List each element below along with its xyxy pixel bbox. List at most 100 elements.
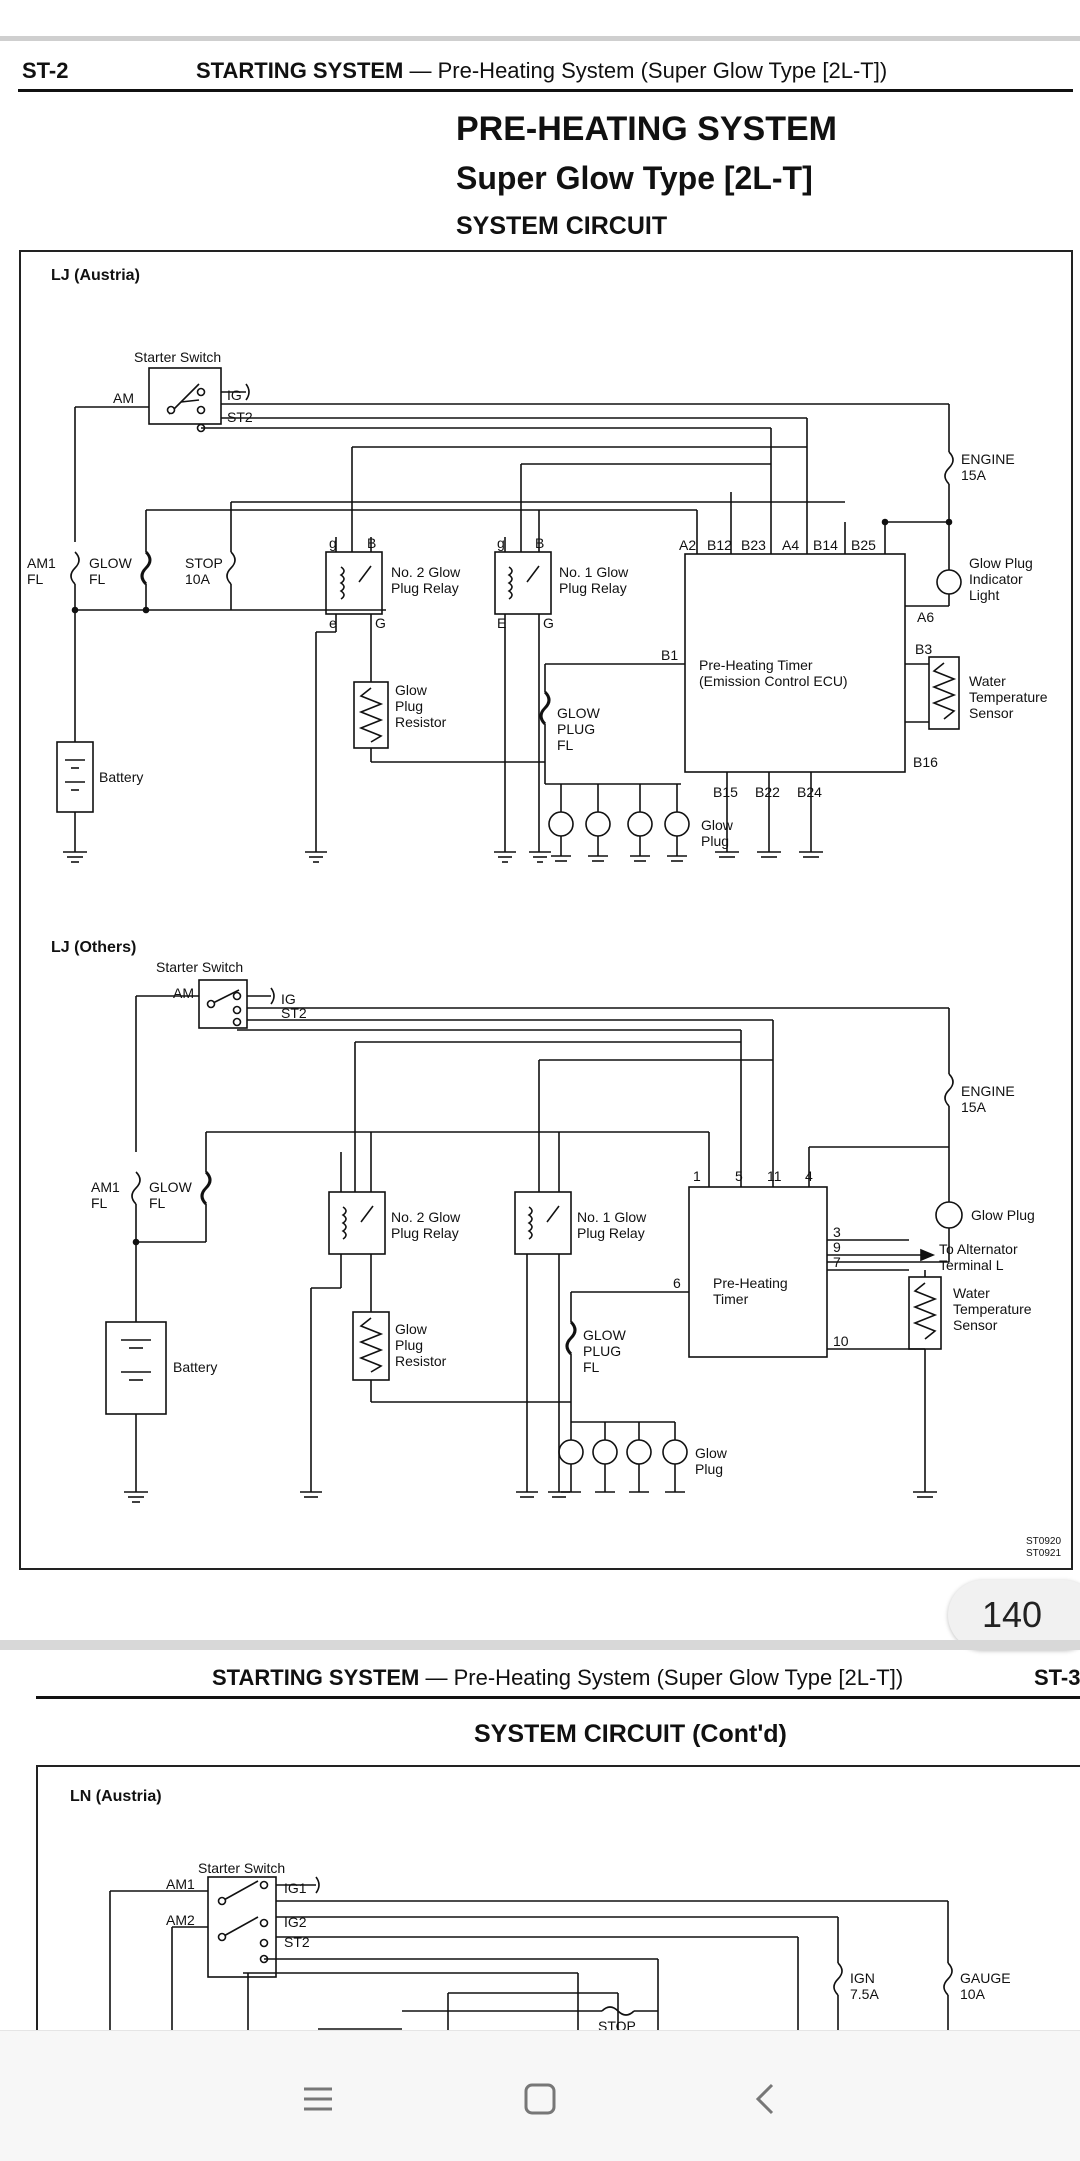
b-battery-label: Battery [173,1359,217,1375]
a-battery-label: Battery [99,769,143,785]
b-glow-plugs [558,1422,688,1493]
a-stop-fuse [226,551,236,585]
svg-text:e: e [329,615,337,631]
svg-text:A4: A4 [782,537,799,553]
svg-text:9: 9 [833,1239,841,1255]
svg-text:FL: FL [583,1359,600,1375]
a-starter-switch-label: Starter Switch [134,349,221,365]
svg-text:1: 1 [693,1168,701,1184]
top-strip [0,0,1080,41]
svg-text:FL: FL [557,737,574,753]
a-glow-fuse [140,550,152,586]
svg-text:6: 6 [673,1275,681,1291]
menu-button[interactable] [288,2069,348,2129]
c-stop-fuse [601,2006,635,2016]
header-rest: — Pre-Heating System (Super Glow Type [2… [403,58,888,83]
svg-text:B22: B22 [755,784,780,800]
page-code: ST-2 [22,58,69,83]
circuit-c-svg: LN (Austria) Starter Switch AM1 AM2 IG1 … [70,1788,1011,2032]
a-glow-plugs [548,784,690,862]
figure-code-1: ST0920 [1026,1536,1061,1547]
header-rule [18,89,1073,92]
a-sensor-label: Water [969,673,1006,689]
c-gauge-fuse-label: GAUGE [960,1970,1011,1986]
b-relay2-label: No. 2 Glow [391,1209,461,1225]
a-starter-switch-box [148,367,222,425]
header2-bold: STARTING SYSTEM [212,1665,420,1690]
running-header: STARTING SYSTEM — Pre-Heating System (Su… [196,58,887,84]
a-ecu-box [684,553,906,773]
b-am1-fuse [131,1171,141,1205]
svg-text:IG2: IG2 [284,1914,307,1930]
a-relay1-box [494,551,552,615]
b-term-ig: IG [281,991,296,1007]
b-relay2-box [328,1191,386,1255]
b-starter-switch-box [198,979,248,1029]
svg-text:10A: 10A [960,1986,986,2002]
b-relay1-label: No. 1 Glow [577,1209,647,1225]
svg-text:B24: B24 [797,784,822,800]
a-term-st2: ST2 [227,409,253,425]
svg-text:FL: FL [149,1195,166,1211]
a-diagram-label: LJ (Austria) [51,267,140,284]
a-term-am: AM [113,390,134,406]
running-header-2: STARTING SYSTEM — Pre-Heating System (Su… [212,1665,903,1691]
svg-text:AM1: AM1 [166,1876,195,1892]
b-glowplug-fl-label: GLOW [583,1327,627,1343]
svg-text:Indicator: Indicator [969,571,1023,587]
section-title: SYSTEM CIRCUIT [456,212,668,240]
svg-text:Resistor: Resistor [395,714,447,730]
svg-text:Plug Relay: Plug Relay [391,580,459,596]
header-bold: STARTING SYSTEM [196,58,404,83]
svg-text:g: g [329,535,337,551]
b-engine-fuse-label: ENGINE [961,1083,1015,1099]
a-indicator-label: Glow Plug [969,555,1033,571]
home-button[interactable] [510,2069,570,2129]
b-am1-label: AM1 [91,1179,120,1195]
a-sw-node [166,405,176,415]
a-ecu-label: Pre-Heating Timer [699,657,813,673]
b-term-am: AM [173,985,194,1001]
svg-text:Plug: Plug [395,698,423,714]
svg-text:B14: B14 [813,537,838,553]
svg-text:FL: FL [91,1195,108,1211]
a-relay2-box [325,551,383,615]
b-glowplug-fuse [565,1320,577,1356]
svg-text:15A: 15A [961,467,987,483]
figure-code-2: ST0921 [1026,1548,1061,1559]
b-glow-fuse [200,1170,212,1206]
c-ign-fuse [833,1962,843,1996]
svg-text:FL: FL [89,571,106,587]
c-diagram-label: LN (Austria) [70,1788,162,1805]
c-gauge-fuse [943,1962,953,1996]
svg-text:Plug Relay: Plug Relay [577,1225,645,1241]
svg-text:Sensor: Sensor [953,1317,998,1333]
a-glowplug-fuse [539,690,551,726]
svg-text:Timer: Timer [713,1291,749,1307]
page-title: PRE-HEATING SYSTEM [456,110,837,148]
b-glow-fl-label: GLOW [149,1179,193,1195]
svg-text:Light: Light [969,587,999,603]
svg-text:B: B [367,535,376,551]
b-diagram-label: LJ (Others) [51,939,136,956]
menu-icon [304,2087,332,2111]
svg-text:Resistor: Resistor [395,1353,447,1369]
page-code-2: ST-3 [1034,1665,1080,1690]
b-term-st2: ST2 [281,1005,307,1021]
b-engine-fuse [944,1073,954,1107]
a-glowplug-fl-label: GLOW [557,705,601,721]
svg-text:Temperature: Temperature [953,1301,1032,1317]
a-glowplug-label: Glow [701,817,734,833]
svg-text:Plug: Plug [395,1337,423,1353]
home-icon [524,2083,556,2115]
svg-text:A2: A2 [679,537,696,553]
circuit-panel-2: LN (Austria) Starter Switch AM1 AM2 IG1 … [36,1765,1080,2032]
b-alternator-label: To Alternator [939,1241,1018,1257]
svg-text:15A: 15A [961,1099,987,1115]
back-button[interactable] [736,2069,796,2129]
svg-text:7.5A: 7.5A [850,1986,879,2002]
svg-text:Terminal L: Terminal L [939,1257,1004,1273]
svg-text:G: G [543,615,554,631]
b-glowplug-label: Glow [695,1445,728,1461]
back-icon [755,2083,774,2115]
